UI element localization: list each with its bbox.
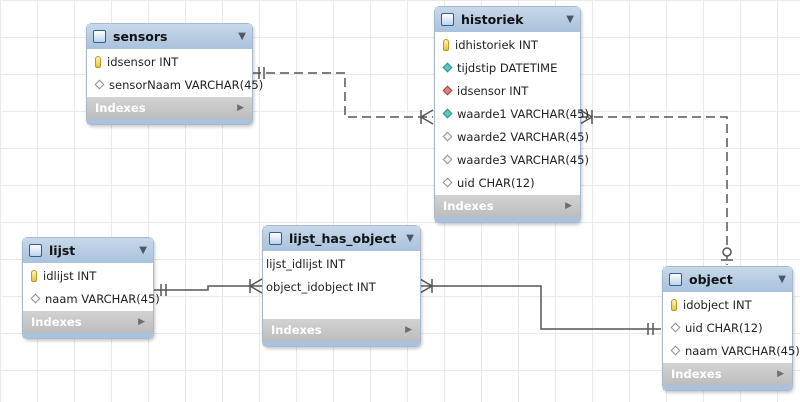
expand-arrow-icon[interactable]: ▶ <box>237 103 244 113</box>
one-optional-marker <box>722 247 732 257</box>
indexes-label: Indexes <box>671 367 722 381</box>
expand-arrow-icon[interactable]: ▶ <box>405 325 412 335</box>
column-row[interactable]: object_idobject INT <box>263 275 420 298</box>
collapse-icon[interactable]: ▼ <box>778 274 786 285</box>
column-label: lijst_idlijst INT <box>266 256 346 271</box>
table-title: lijst_has_object <box>289 231 397 246</box>
nullable-column-icon <box>670 322 681 333</box>
indexes-section[interactable]: Indexes ▶ <box>663 363 792 385</box>
nullable-column-icon <box>442 131 453 142</box>
column-label: tijdstip DATETIME <box>457 60 558 75</box>
table-lijst[interactable]: lijst ▼ idlijst INT naam VARCHAR(45) Ind… <box>22 237 160 339</box>
nullable-column-icon <box>442 177 453 188</box>
collapse-icon[interactable]: ▼ <box>238 31 246 42</box>
column-label: idobject INT <box>683 297 752 312</box>
column-label: idhistoriek INT <box>455 37 538 52</box>
relationship-historiek-object[interactable] <box>580 116 728 265</box>
column-row[interactable]: naam VARCHAR(45) <box>23 287 160 310</box>
nullable-column-icon <box>670 345 681 356</box>
column-label: object_idobject INT <box>266 279 376 294</box>
column-row[interactable]: idobject INT <box>663 293 792 316</box>
column-row[interactable]: waarde1 VARCHAR(45) <box>435 102 589 125</box>
indexes-label: Indexes <box>271 323 322 337</box>
table-icon <box>669 273 682 286</box>
table-icon <box>93 30 106 43</box>
column-label: idsensor INT <box>457 83 529 98</box>
column-row[interactable]: uid CHAR(12) <box>663 316 792 339</box>
column-label: idsensor INT <box>107 54 179 69</box>
primary-key-icon <box>443 38 449 51</box>
column-label: idlijst INT <box>43 268 97 283</box>
table-icon <box>29 244 42 257</box>
column-label: uid CHAR(12) <box>457 175 535 190</box>
column-label: naam VARCHAR(45) <box>685 343 800 358</box>
indexes-label: Indexes <box>31 315 82 329</box>
table-historiek[interactable]: historiek ▼ idhistoriek INT tijdstip DAT… <box>434 6 589 223</box>
collapse-icon[interactable]: ▼ <box>139 245 147 256</box>
relationship-lijst-lijst-has-object[interactable] <box>153 285 262 291</box>
expand-arrow-icon[interactable]: ▶ <box>138 317 145 327</box>
relationship-lijst-has-object-object[interactable] <box>420 285 661 330</box>
primary-key-icon <box>31 269 37 282</box>
column-label: waarde1 VARCHAR(45) <box>457 106 589 121</box>
relationship-sensors-historiek[interactable] <box>252 72 433 118</box>
column-label: waarde3 VARCHAR(45) <box>457 152 589 167</box>
column-label: uid CHAR(12) <box>685 320 763 335</box>
table-header[interactable]: sensors ▼ <box>87 24 252 49</box>
column-label: naam VARCHAR(45) <box>45 291 160 306</box>
indexes-section[interactable]: Indexes ▶ <box>87 97 252 119</box>
indexes-section[interactable]: Indexes ▶ <box>435 195 580 217</box>
expand-arrow-icon[interactable]: ▶ <box>777 369 784 379</box>
primary-key-icon <box>95 55 101 68</box>
collapse-icon[interactable]: ▼ <box>566 14 574 25</box>
indexes-label: Indexes <box>443 199 494 213</box>
table-header[interactable]: object ▼ <box>663 267 792 292</box>
column-row[interactable]: idhistoriek INT <box>435 33 580 56</box>
indexes-label: Indexes <box>95 101 146 115</box>
table-object[interactable]: object ▼ idobject INT uid CHAR(12) naam … <box>662 266 800 391</box>
table-lijst-has-object[interactable]: lijst_has_object ▼ lijst_idlijst INT obj… <box>262 225 421 347</box>
column-row[interactable]: idlijst INT <box>23 264 153 287</box>
column-row[interactable]: sensorNaam VARCHAR(45) <box>87 73 263 96</box>
table-icon <box>441 13 454 26</box>
column-label: sensorNaam VARCHAR(45) <box>109 77 264 92</box>
nullable-column-icon <box>30 293 41 304</box>
column-row[interactable]: uid CHAR(12) <box>435 171 580 194</box>
collapse-icon[interactable]: ▼ <box>406 233 414 244</box>
foreign-key-icon <box>442 85 453 96</box>
table-title: historiek <box>461 12 524 27</box>
table-header[interactable]: historiek ▼ <box>435 7 580 32</box>
column-row[interactable]: waarde3 VARCHAR(45) <box>435 148 589 171</box>
not-null-column-icon <box>442 108 453 119</box>
column-row[interactable]: lijst_idlijst INT <box>263 252 420 275</box>
table-title: object <box>689 272 733 287</box>
column-row[interactable]: naam VARCHAR(45) <box>663 339 800 362</box>
table-header[interactable]: lijst_has_object ▼ <box>263 226 420 251</box>
table-title: lijst <box>49 243 76 258</box>
indexes-section[interactable]: Indexes ▶ <box>263 319 420 341</box>
table-icon <box>269 232 282 245</box>
column-label: waarde2 VARCHAR(45) <box>457 129 589 144</box>
column-row[interactable]: waarde2 VARCHAR(45) <box>435 125 589 148</box>
nullable-column-icon <box>94 79 105 90</box>
nullable-column-icon <box>442 154 453 165</box>
not-null-column-icon <box>442 62 453 73</box>
column-row[interactable]: idsensor INT <box>87 50 252 73</box>
table-sensors[interactable]: sensors ▼ idsensor INT sensorNaam VARCHA… <box>86 23 263 125</box>
expand-arrow-icon[interactable]: ▶ <box>565 201 572 211</box>
table-header[interactable]: lijst ▼ <box>23 238 153 263</box>
column-row[interactable]: idsensor INT <box>435 79 580 102</box>
indexes-section[interactable]: Indexes ▶ <box>23 311 153 333</box>
table-title: sensors <box>113 29 168 44</box>
primary-key-icon <box>671 298 677 311</box>
column-row[interactable]: tijdstip DATETIME <box>435 56 580 79</box>
